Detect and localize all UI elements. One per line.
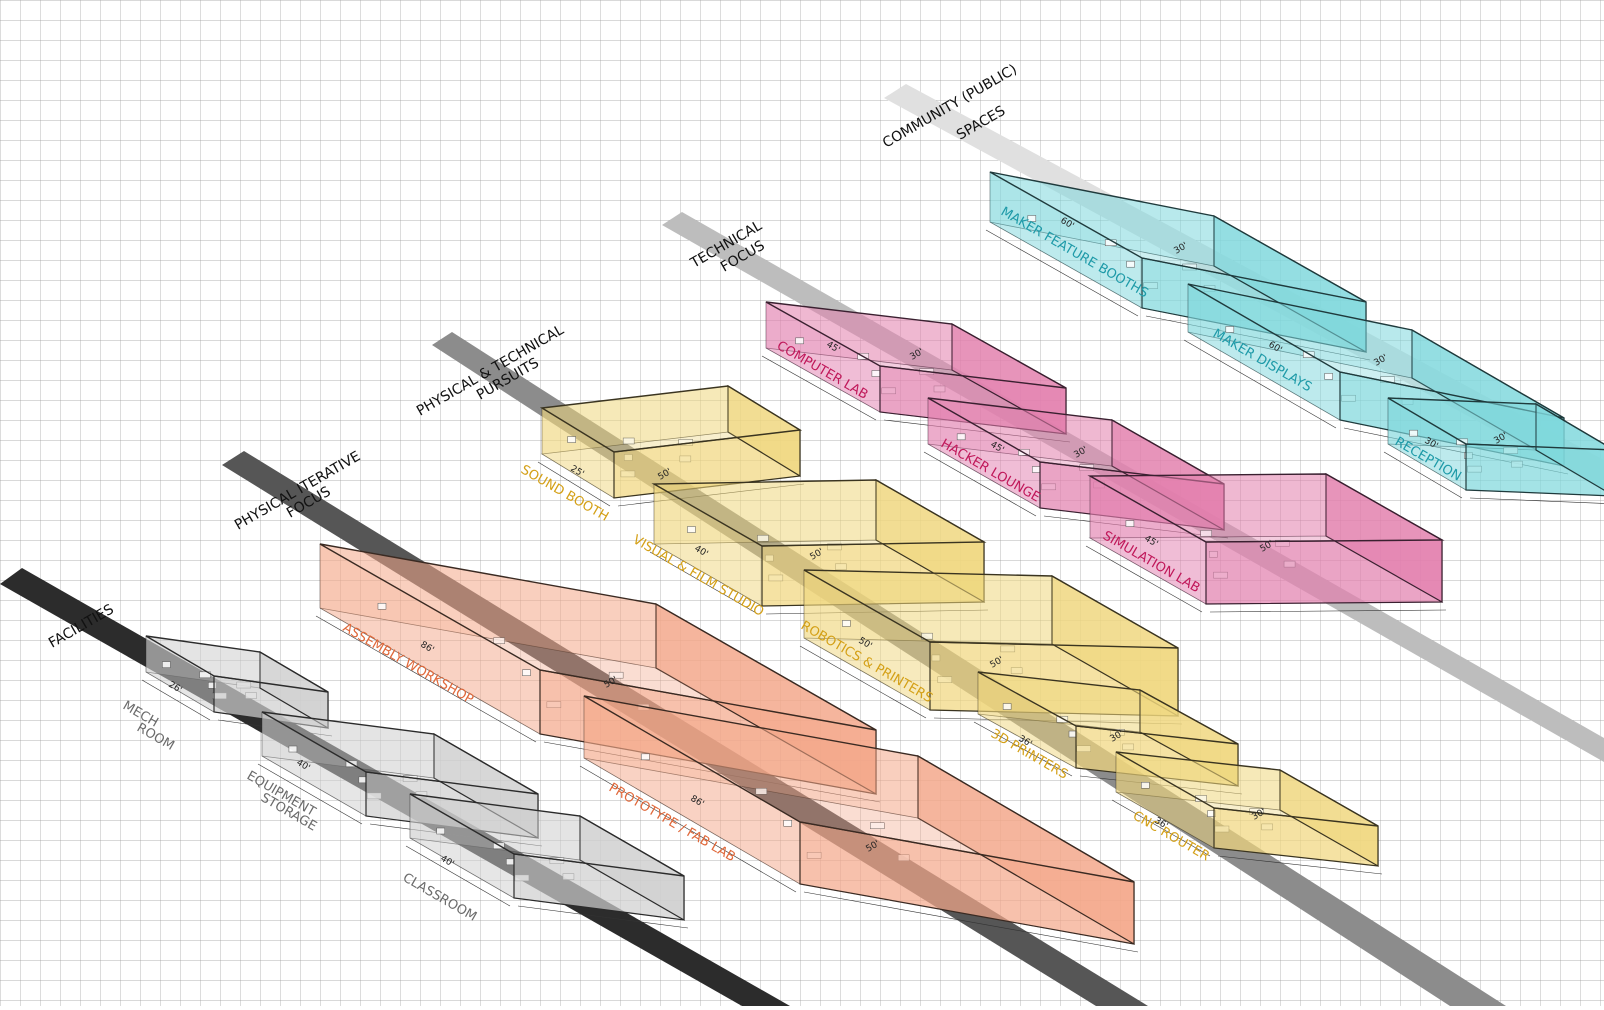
room-top-outline (409, 793, 685, 877)
furniture-block (842, 620, 851, 627)
furniture-block (687, 526, 696, 533)
dimension-line (973, 721, 1073, 777)
dimension-line (1209, 609, 1447, 613)
dimension-line (799, 645, 927, 719)
furniture-block (755, 788, 768, 795)
furniture-block (1126, 260, 1135, 268)
dimension-line (985, 229, 1139, 317)
furniture-block (1195, 795, 1207, 802)
dimension-line (141, 679, 211, 721)
furniture-block (641, 753, 650, 761)
furniture-block (1056, 716, 1069, 723)
furniture-block (757, 534, 769, 542)
room-top-outline (539, 385, 803, 453)
dimension-line (1043, 515, 1229, 539)
dimension-line (217, 719, 333, 737)
dimension-line (543, 741, 881, 803)
furniture-block (795, 337, 804, 345)
furniture-block (1032, 466, 1041, 473)
furniture-block (1125, 520, 1135, 527)
furniture-block (436, 827, 445, 835)
furniture-block (871, 370, 881, 377)
dimension-line (1079, 775, 1243, 795)
furniture-block (921, 632, 933, 640)
furniture-block (288, 745, 298, 753)
furniture-block (1027, 215, 1037, 222)
dimension-line (1469, 497, 1604, 504)
dimension-line (369, 823, 543, 847)
dimension-line (1217, 855, 1383, 875)
room-top-outline (145, 635, 329, 693)
furniture-block (522, 669, 531, 676)
dimension-line (257, 763, 363, 825)
dimension-line (405, 845, 511, 907)
dimension-line (1383, 451, 1463, 499)
dimension-line (883, 419, 1071, 443)
furniture-block (377, 603, 387, 610)
dimension-line (617, 483, 805, 507)
dimension-line (1183, 339, 1337, 429)
room-top-outline (651, 479, 987, 547)
dimension-line (1145, 315, 1371, 361)
room-top-outline (927, 397, 1225, 485)
furniture-block (1141, 782, 1150, 789)
dimension-line (803, 891, 1139, 953)
dimension-line (923, 451, 1037, 517)
room-top-outline (765, 301, 1067, 389)
dimension-line (761, 355, 877, 421)
dimension-line (517, 905, 689, 929)
dimension-line (579, 765, 797, 893)
room-top-outline (1115, 751, 1379, 827)
furniture-block (870, 822, 885, 830)
room-top-outline (1187, 283, 1565, 419)
room-top-outline (583, 695, 1135, 883)
furniture-block (956, 433, 966, 441)
furniture-block (1324, 373, 1333, 380)
furniture-block (783, 820, 792, 827)
furniture-block (622, 437, 635, 445)
dimension-line (1111, 799, 1211, 857)
furniture-block (608, 671, 624, 679)
furniture-block (1200, 530, 1212, 537)
dimension-line (315, 615, 537, 743)
furniture-block (162, 661, 171, 668)
furniture-block (567, 436, 576, 443)
room-top-outline (977, 671, 1239, 745)
dimension-line (537, 461, 611, 507)
furniture-block (1225, 326, 1235, 333)
room-top-outline (1387, 397, 1604, 451)
dimension-line (1085, 545, 1203, 613)
furniture-block (506, 858, 515, 866)
furniture-block (1409, 429, 1418, 437)
dimension-line (649, 551, 759, 615)
furniture-block (1002, 703, 1012, 710)
furniture-block (493, 637, 505, 644)
room-top-outline (261, 711, 539, 795)
room-top-outline (1087, 473, 1445, 543)
furniture-block (199, 671, 211, 679)
room-top-outline (319, 543, 877, 731)
room-top-outline (803, 569, 1179, 649)
room-top-outline (989, 171, 1367, 303)
